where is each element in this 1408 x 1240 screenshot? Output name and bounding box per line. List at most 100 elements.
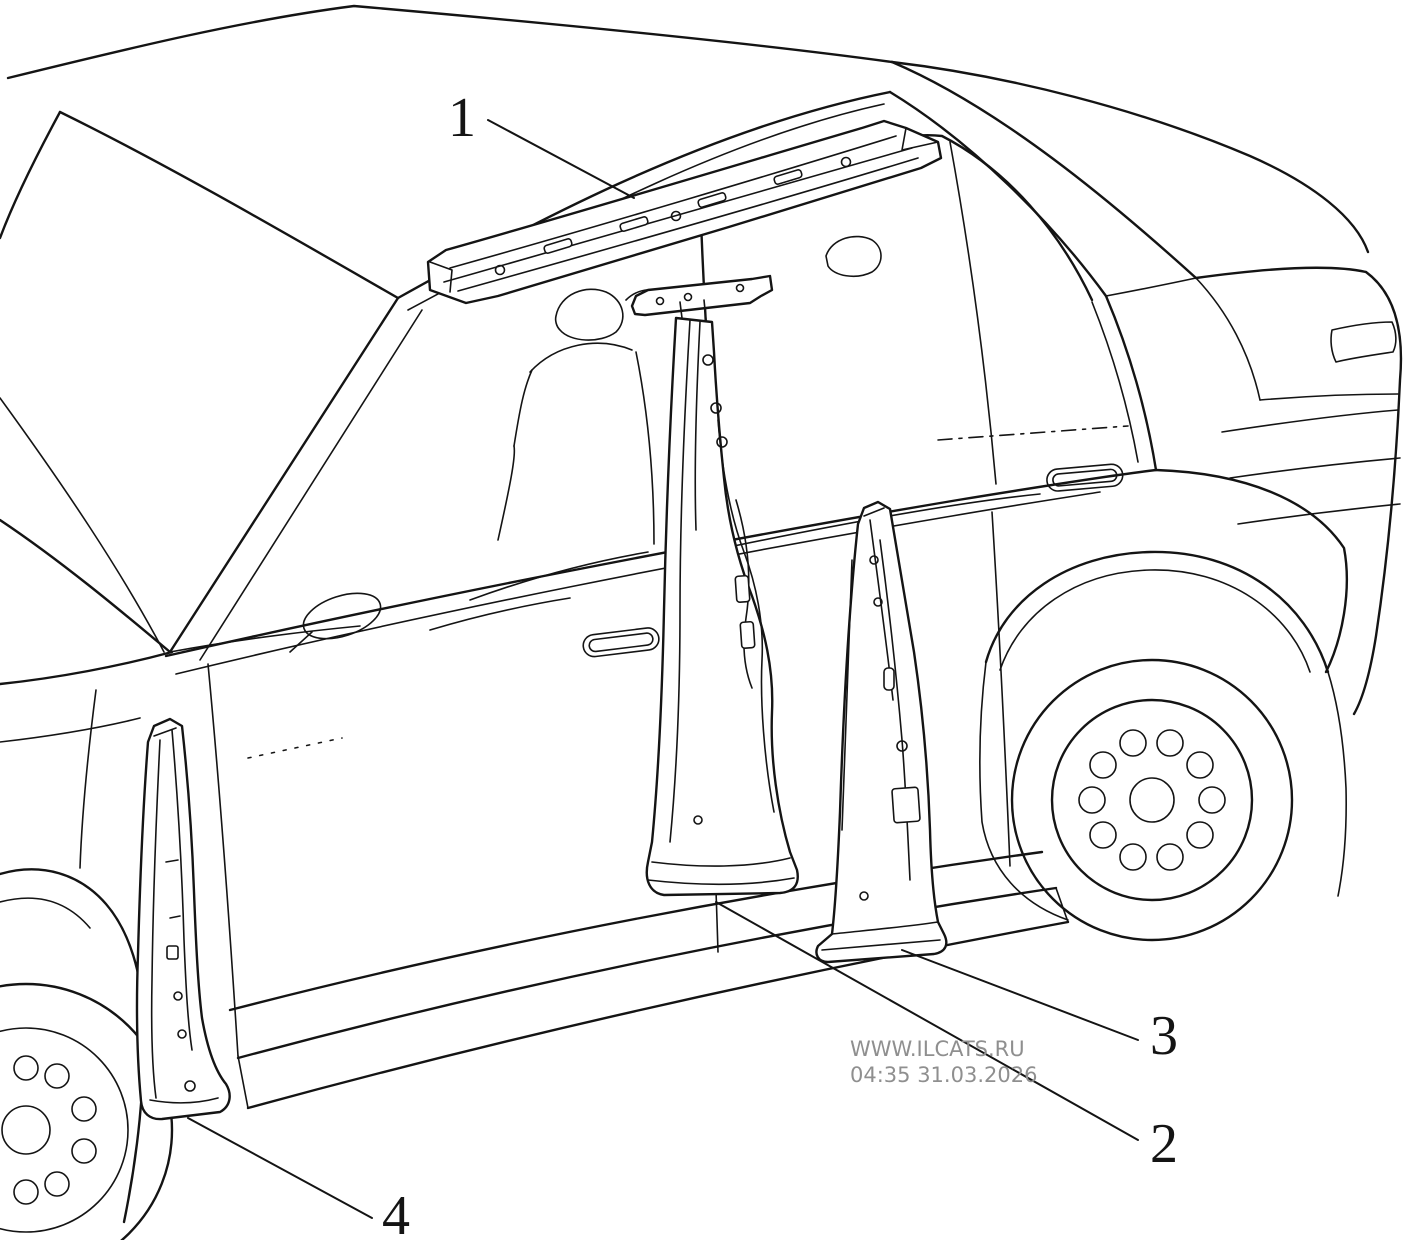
front-wheel-arch-lip (0, 897, 91, 929)
fender-dotted-line (247, 737, 343, 759)
part-2-foot-line (647, 877, 795, 886)
leader-line-1 (487, 119, 635, 199)
rear-bolt-hole (1078, 786, 1106, 814)
mirror-stalk (289, 631, 313, 653)
part-2-neck-line (703, 299, 707, 321)
part-2-slot (739, 620, 756, 649)
fender-top (0, 650, 174, 686)
callout-2-label: 2 (1150, 1113, 1178, 1175)
part-4-slot (166, 945, 179, 960)
front-door-front-seam (207, 663, 239, 1057)
rear-bolt-hole (1119, 843, 1147, 871)
side-mirror (289, 592, 382, 653)
sill-bottom (246, 920, 1070, 1110)
front-rim (0, 1027, 129, 1233)
bumper-accent (1221, 409, 1399, 433)
part-2-flange-hole (683, 292, 693, 302)
part-2-slot (734, 574, 751, 603)
part-3-tip-line (863, 507, 885, 517)
quarter-front-of-wheel (979, 661, 1069, 921)
front-hub (1, 1105, 51, 1155)
part-1-end-detail (429, 261, 453, 293)
part-2-inner-line (694, 321, 701, 531)
front-tire (0, 982, 174, 1240)
rear-door-rear-seam (991, 511, 1011, 867)
rear-bolt-hole (1186, 821, 1214, 849)
rear-wheel-arch (984, 550, 1330, 674)
callouts: 1 2 3 4 (187, 87, 1178, 1240)
rear-end (888, 60, 1403, 716)
part-3-hole (896, 740, 908, 752)
watermark-timestamp: 04:35 31.03.2026 (850, 1063, 1037, 1087)
part-2-foot-line (651, 857, 791, 867)
window-division (949, 141, 997, 485)
part-4-hole (173, 991, 183, 1001)
part-4-front-pillar (135, 717, 231, 1121)
part-1-hole (494, 264, 506, 276)
mirror-housing (302, 592, 382, 640)
part-4-hole (177, 1029, 187, 1039)
part-2-hole (702, 354, 714, 366)
part-4-inner-right (171, 729, 193, 1051)
leader-line-4 (187, 1117, 373, 1219)
part-1-slot (543, 238, 573, 254)
front-bolt-hole (44, 1063, 70, 1089)
part-1-roof-header-rail (426, 119, 943, 305)
beltline-lower (175, 491, 1101, 675)
floor-line (469, 551, 649, 601)
front-headrest (554, 288, 624, 341)
part-1-flange-line (449, 135, 897, 269)
part-4-inner-left (150, 739, 161, 1099)
sill-rear-cap (1055, 887, 1069, 923)
rear-bolt-hole (1186, 751, 1214, 779)
cowl-trim (169, 625, 361, 653)
aperture-bottom (723, 493, 1041, 549)
part-3-rear-pillar (815, 500, 948, 964)
part-3-slot (883, 667, 895, 691)
part-3-body (815, 500, 948, 964)
rear-bolt-hole (1119, 729, 1147, 757)
windshield (0, 110, 423, 661)
handle-grip (1052, 468, 1118, 487)
seat-back (529, 342, 633, 373)
front-bolt-hole (71, 1096, 97, 1122)
windshield-header (58, 110, 400, 300)
part-1-hole (670, 210, 682, 222)
part-2-hole (693, 815, 703, 825)
fender-crease (0, 717, 141, 743)
rear-rim (1050, 698, 1254, 902)
part-2-inner-right (717, 419, 775, 813)
beltline (164, 294, 1349, 675)
trunk-lid (1194, 266, 1368, 280)
callout-3-label: 3 (1150, 1005, 1178, 1067)
callout-1-label: 1 (448, 87, 476, 149)
rear-tire (1010, 658, 1294, 942)
part-2-neck-line (679, 301, 683, 319)
seat-curve (513, 369, 533, 447)
quarter-dash-line (937, 425, 1129, 441)
rear-bolt-hole (1089, 821, 1117, 849)
rear-door-handle (1046, 463, 1124, 492)
callout-4-label: 4 (382, 1185, 410, 1240)
part-3-foot-line (821, 939, 941, 951)
part-2-hole (710, 402, 722, 414)
part-1-body (426, 119, 943, 305)
front-bolt-hole (13, 1179, 39, 1205)
part-1-slot (773, 169, 803, 185)
part-2-hole (716, 436, 728, 448)
part-4-tick (169, 915, 181, 919)
sill-mid (236, 886, 1058, 1060)
handle-outline (1046, 463, 1124, 492)
front-bolt-hole (13, 1055, 39, 1081)
bumper-accent (1229, 457, 1401, 479)
rear-bolt-hole (1198, 786, 1226, 814)
rear-bolt-hole (1089, 751, 1117, 779)
interior-seats (429, 235, 882, 631)
part-3-hole (869, 555, 879, 565)
door-sill-inner (429, 597, 571, 631)
part-4-tip-line (153, 727, 177, 737)
front-door-handle (582, 627, 660, 658)
sill-front-cap (237, 1055, 249, 1109)
